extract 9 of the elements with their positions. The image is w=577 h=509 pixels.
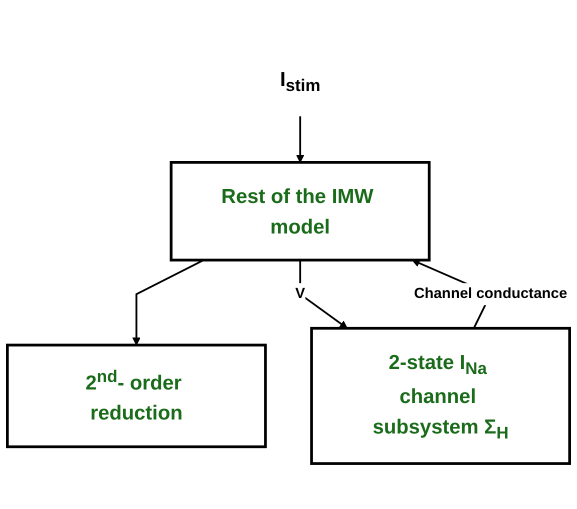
arrow	[132, 259, 204, 346]
arrow	[299, 260, 348, 329]
node-box: 2$^{nd}$- order reduction	[6, 344, 267, 448]
node-box: Rest of the IMW model	[170, 161, 431, 262]
arrow	[296, 116, 304, 163]
edge-label: V	[295, 286, 306, 302]
node-text: I$_{stim}$	[280, 68, 320, 95]
edge-label: Channel conductance	[414, 286, 568, 302]
node-box: 2-state I$_{Na}$ channel subsystem Σ$_{H}$	[310, 326, 571, 465]
